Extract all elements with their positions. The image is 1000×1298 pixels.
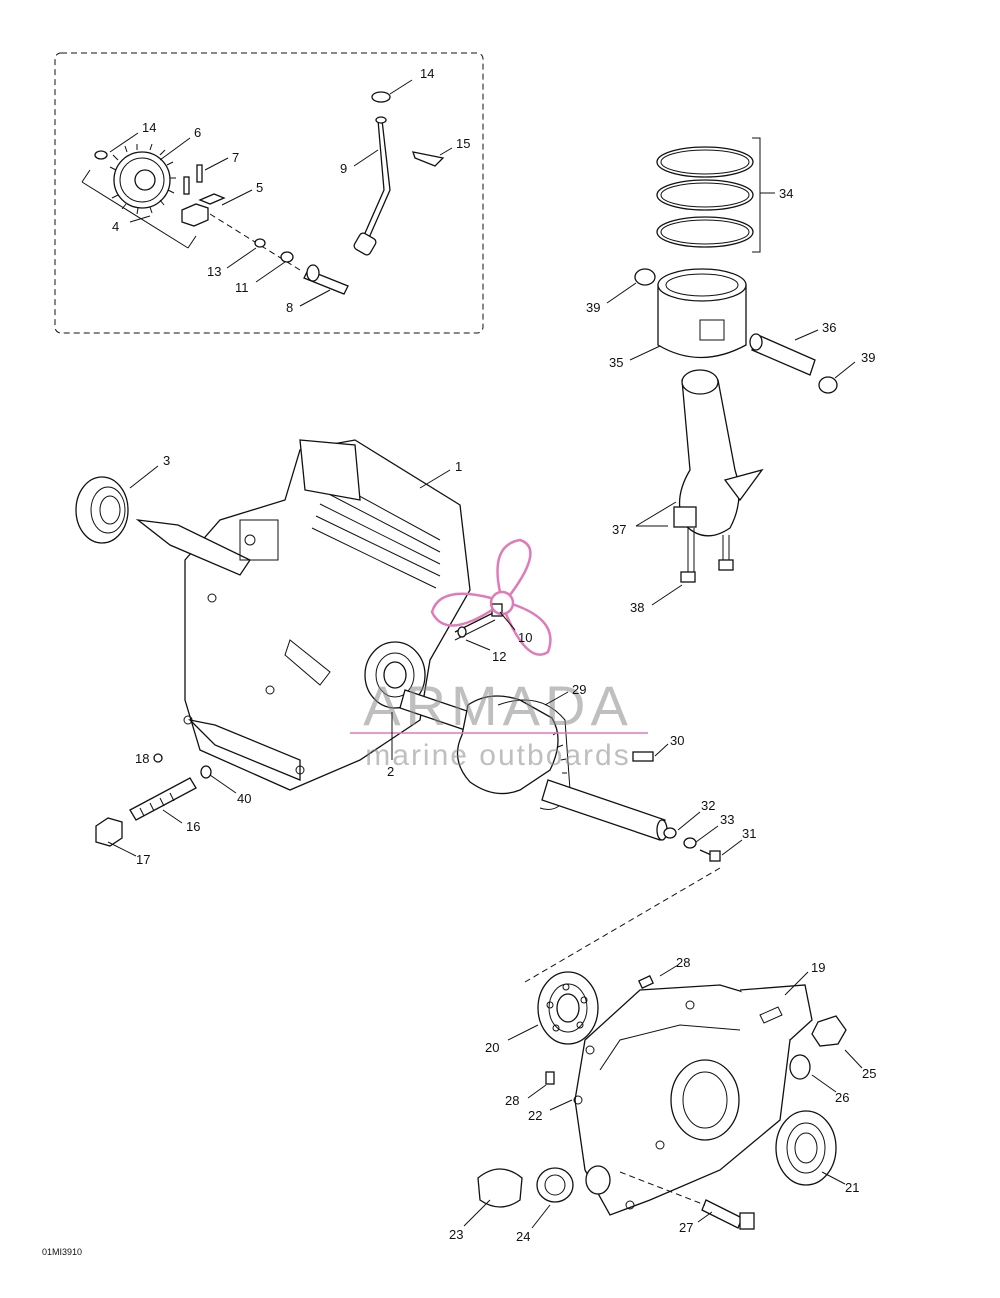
crankcase-arm [135, 519, 251, 576]
label-33: 33 [720, 812, 734, 827]
label-27: 27 [679, 1220, 693, 1235]
washer-12 [457, 626, 467, 638]
pin-a [183, 176, 190, 195]
inset-frame [54, 52, 484, 334]
label-5: 5 [256, 180, 263, 195]
circlip-13 [254, 238, 266, 248]
nut-18 [153, 753, 163, 763]
drain-assembly [95, 753, 212, 847]
drawing-code: 01MI3910 [42, 1247, 82, 1257]
governor-inset [54, 52, 484, 334]
label-32: 32 [701, 798, 715, 813]
stud-16 [129, 777, 197, 821]
label-3: 3 [163, 453, 170, 468]
washer-14a [94, 150, 108, 160]
bolt-31 [709, 850, 721, 862]
washer-40 [200, 765, 212, 779]
label-39b: 39 [861, 350, 875, 365]
label-38: 38 [630, 600, 644, 615]
governor-weight [181, 203, 209, 227]
washer-33 [683, 837, 697, 849]
label-6: 6 [194, 125, 201, 140]
rod-bolt-a [680, 571, 696, 583]
label-39a: 39 [586, 300, 600, 315]
ring-oil [656, 216, 754, 248]
label-19: 19 [811, 960, 825, 975]
label-28a: 28 [676, 955, 690, 970]
cap-23 [477, 1168, 523, 1208]
governor-lever [361, 119, 391, 241]
leader-lines [107, 79, 863, 1229]
ring-26 [789, 1054, 811, 1080]
ring-mid [656, 179, 754, 211]
label-37: 37 [612, 522, 626, 537]
label-2: 2 [387, 764, 394, 779]
crankcase-cover [573, 984, 813, 1216]
crankcase [135, 439, 471, 791]
label-8: 8 [286, 300, 293, 315]
label-14: 14 [142, 120, 156, 135]
washer-11 [280, 251, 294, 263]
dowel-28b [545, 1071, 555, 1085]
label-21: 21 [845, 1180, 859, 1195]
label-29: 29 [572, 682, 586, 697]
dowel-28a [638, 974, 654, 990]
label-1: 1 [455, 459, 462, 474]
label-30: 30 [670, 733, 684, 748]
label-17: 17 [136, 852, 150, 867]
circlip-39a [634, 268, 656, 286]
rod-bolt-b [718, 559, 734, 571]
label-25: 25 [862, 1066, 876, 1081]
watermark: ARMADA marine outboards [350, 538, 648, 772]
label-31: 31 [742, 826, 756, 841]
label-9: 9 [340, 161, 347, 176]
label-28b: 28 [505, 1093, 519, 1108]
ball-bearing-20 [537, 971, 599, 1045]
label-7: 7 [232, 150, 239, 165]
bolt-27 [701, 1199, 743, 1229]
governor-gear [109, 143, 176, 215]
label-24: 24 [516, 1229, 530, 1244]
label-26: 26 [835, 1090, 849, 1105]
label-13: 13 [207, 264, 221, 279]
cap-17 [95, 817, 123, 847]
crank-output-shaft [541, 779, 666, 841]
oil-seal-21 [775, 1110, 837, 1186]
label-12: 12 [492, 649, 506, 664]
oil-seal-3 [75, 476, 129, 544]
label-20: 20 [485, 1040, 499, 1055]
label-22: 22 [528, 1108, 542, 1123]
washer-32 [663, 827, 677, 839]
label-18: 18 [135, 751, 149, 766]
label-10: 10 [518, 630, 532, 645]
watermark-brand: ARMADA [363, 674, 633, 737]
clip-15 [412, 151, 445, 167]
crankshaft [399, 689, 721, 862]
key-30 [632, 751, 654, 762]
propeller-logo [430, 538, 552, 656]
watermark-tagline: marine outboards [365, 739, 630, 772]
pin-b [196, 164, 203, 183]
label-23: 23 [449, 1227, 463, 1242]
label-40: 40 [237, 791, 251, 806]
label-15: 15 [456, 136, 470, 151]
seal-24 [536, 1167, 574, 1203]
label-14b: 14 [420, 66, 434, 81]
label-16: 16 [186, 819, 200, 834]
governor-weight-b [198, 193, 226, 205]
plug-25 [811, 1015, 847, 1047]
washer-14b [371, 91, 391, 103]
label-34: 34 [779, 186, 793, 201]
label-36: 36 [822, 320, 836, 335]
label-35: 35 [609, 355, 623, 370]
label-4: 4 [112, 219, 119, 234]
piston-group [634, 137, 838, 583]
part-labels: 14 6 7 5 4 13 11 8 14 9 15 34 39 35 36 3… [112, 66, 876, 1244]
circlip-39b [818, 376, 838, 394]
ring-top [656, 146, 754, 178]
label-11: 11 [235, 280, 249, 295]
